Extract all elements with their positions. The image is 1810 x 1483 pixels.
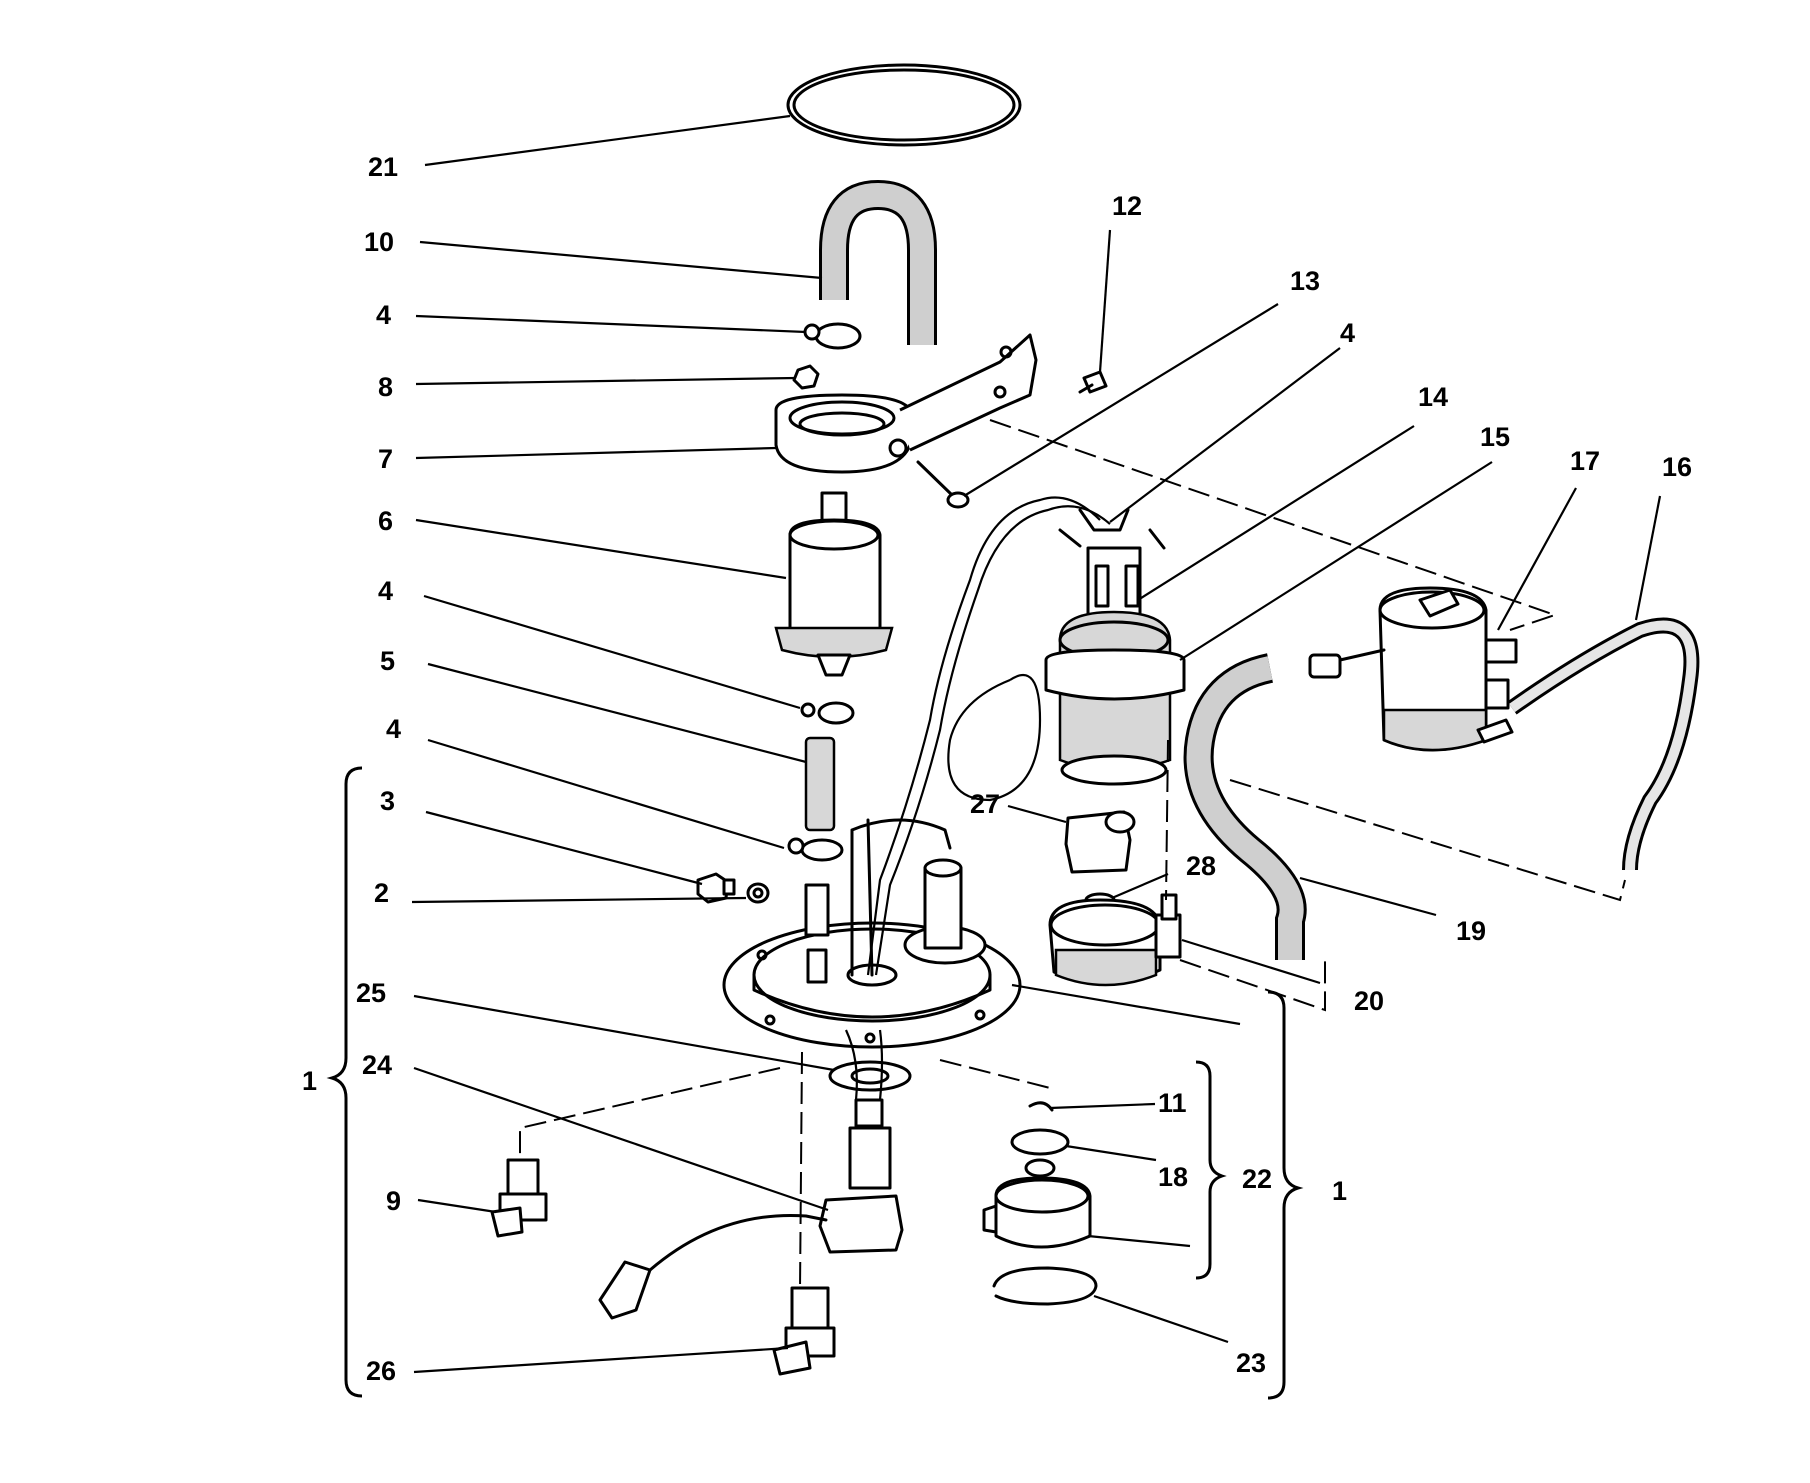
callout-28: 28 (1186, 851, 1216, 881)
callout-8: 8 (378, 372, 393, 402)
callout-9: 9 (386, 1186, 401, 1216)
callout-14: 14 (1418, 382, 1448, 412)
part-circlip (992, 1266, 1098, 1306)
assembly-braces (326, 766, 1304, 1400)
callout-18: 18 (1158, 1162, 1188, 1192)
callout-5: 5 (380, 646, 395, 676)
callout-1-right: 1 (1332, 1176, 1347, 1206)
callout-4-mid: 4 (378, 576, 393, 606)
part-pump-flange-base (722, 818, 1022, 1049)
part-short-hose (804, 736, 836, 832)
part-pressure-regulator (982, 1158, 1092, 1249)
part-regulator-o-ring (1010, 1128, 1070, 1156)
callout-13: 13 (1290, 266, 1320, 296)
callout-25: 25 (356, 978, 386, 1008)
callout-12: 12 (1112, 191, 1142, 221)
callout-16: 16 (1662, 452, 1692, 482)
callout-23: 23 (1236, 1348, 1266, 1378)
leader-lines (411, 114, 1662, 1374)
part-fuel-filter (774, 491, 894, 677)
part-clip-small (1028, 1101, 1054, 1112)
part-hose-clamp-low (787, 837, 844, 862)
part-bolt-long (916, 460, 970, 509)
part-fuel-level-sensor (598, 1029, 904, 1320)
callout-20: 20 (1354, 986, 1384, 1016)
part-long-hose (1183, 653, 1342, 960)
part-washer (746, 882, 770, 904)
part-screw-small (1078, 370, 1108, 394)
callout-26: 26 (366, 1356, 396, 1386)
callout-3: 3 (380, 786, 395, 816)
part-grommet (828, 1060, 912, 1092)
callout-1-left: 1 (302, 1066, 317, 1096)
callout-6: 6 (378, 506, 393, 536)
part-o-ring (786, 63, 1022, 147)
callout-11: 11 (1158, 1088, 1187, 1118)
callout-10: 10 (364, 227, 394, 257)
callout-4-right: 4 (1340, 318, 1355, 348)
callout-4-top: 4 (376, 300, 391, 330)
part-filter-cap (1064, 810, 1136, 874)
part-strainer (1048, 892, 1182, 987)
part-curved-tube (1507, 617, 1700, 871)
part-fuel-pump (1044, 546, 1186, 786)
part-bent-hose (819, 179, 937, 345)
callout-17: 17 (1570, 446, 1600, 476)
part-plug (696, 872, 736, 904)
part-bracket (774, 333, 1038, 474)
part-left-fitting (490, 1158, 548, 1238)
callout-19: 19 (1456, 916, 1486, 946)
alignment-lines (519, 419, 1626, 1291)
callout-24: 24 (362, 1050, 392, 1080)
part-wiring (866, 496, 1166, 976)
part-hose-clamp-mid (800, 701, 855, 725)
part-nut (792, 364, 820, 390)
callout-27: 27 (970, 789, 1000, 819)
callout-4-low: 4 (386, 714, 401, 744)
callout-labels: 21 10 12 13 4 4 8 14 15 17 16 7 6 4 5 4 … (302, 152, 1692, 1386)
callout-21: 21 (368, 152, 398, 182)
callout-22: 22 (1242, 1164, 1272, 1194)
part-hose-clamp-top (803, 322, 862, 350)
part-bottom-fitting (772, 1286, 836, 1376)
callout-15: 15 (1480, 422, 1510, 452)
callout-2: 2 (374, 878, 389, 908)
callout-7: 7 (378, 444, 393, 474)
part-fuel-regulator (1338, 586, 1518, 752)
